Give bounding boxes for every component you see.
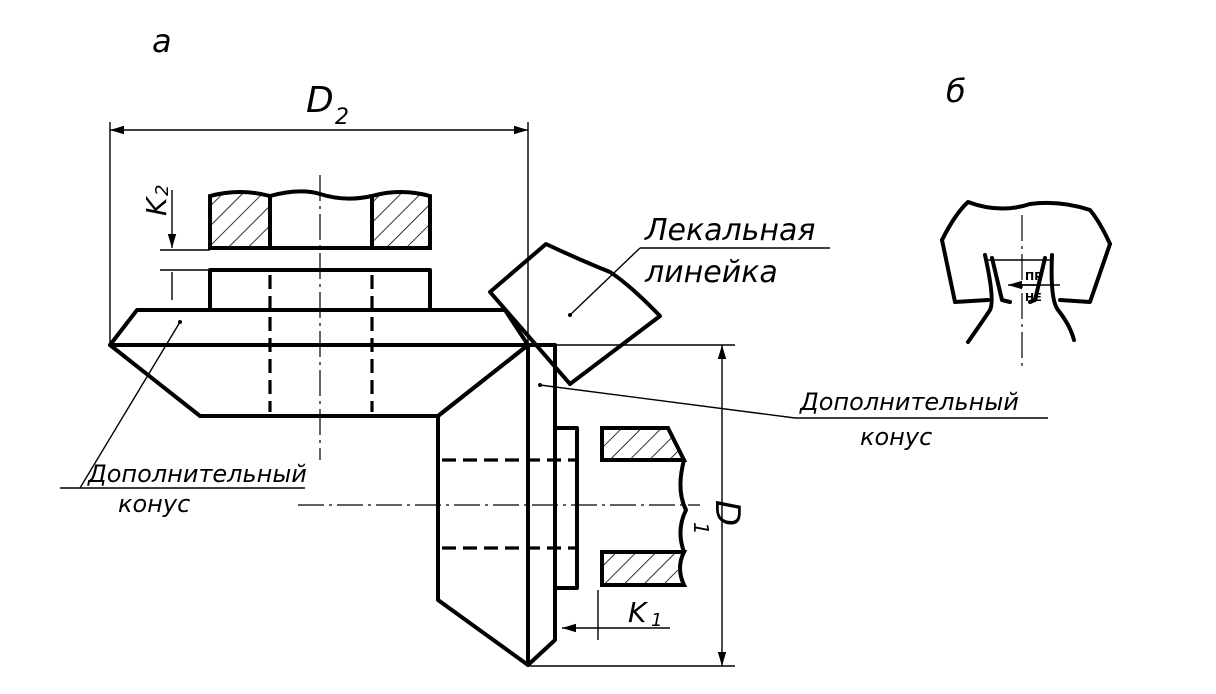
dimension-k1: K 1 — [554, 590, 670, 640]
dimension-d1: D 1 — [530, 344, 747, 667]
gauge-mark-no-pass: НЕ — [1025, 291, 1042, 304]
dim-k2-subscript: 2 — [152, 185, 173, 196]
back-cone-right-line1: Дополнительный — [799, 388, 1019, 416]
dim-d2-subscript: 2 — [335, 105, 349, 130]
back-cone-right-callout: Дополнительный конус — [539, 384, 1048, 451]
dim-k2-text: K — [140, 195, 173, 216]
back-cone-left-callout: Дополнительный конус — [60, 321, 307, 518]
lower-gear-section — [298, 343, 700, 667]
upper-gear-section — [108, 175, 530, 460]
view-a: а D 2 K 2 — [60, 22, 1048, 667]
view-b-label: б — [946, 72, 966, 110]
gauge-mark-pass: ПР — [1025, 270, 1042, 283]
view-b: б ПР НЕ — [940, 72, 1112, 368]
back-cone-left-line1: Дополнительный — [87, 460, 307, 488]
template-ruler: Лекальная линейка — [488, 213, 830, 386]
dim-k1-text: K — [628, 596, 649, 629]
dim-d1-subscript: 1 — [689, 522, 713, 535]
dim-d2-text: D — [306, 80, 334, 121]
view-a-label: а — [152, 22, 172, 60]
dim-k1-subscript: 1 — [651, 610, 662, 631]
ruler-label-line2: линейка — [644, 255, 778, 290]
back-cone-left-line2: конус — [118, 490, 190, 518]
dim-d1-text: D — [707, 500, 747, 526]
back-cone-right-line2: конус — [860, 423, 932, 451]
tooth-gauge: ПР НЕ — [940, 200, 1112, 368]
ruler-label-line1: Лекальная — [644, 213, 815, 248]
dimension-k2: K 2 — [140, 185, 210, 300]
dimension-d2: D 2 — [109, 80, 529, 345]
